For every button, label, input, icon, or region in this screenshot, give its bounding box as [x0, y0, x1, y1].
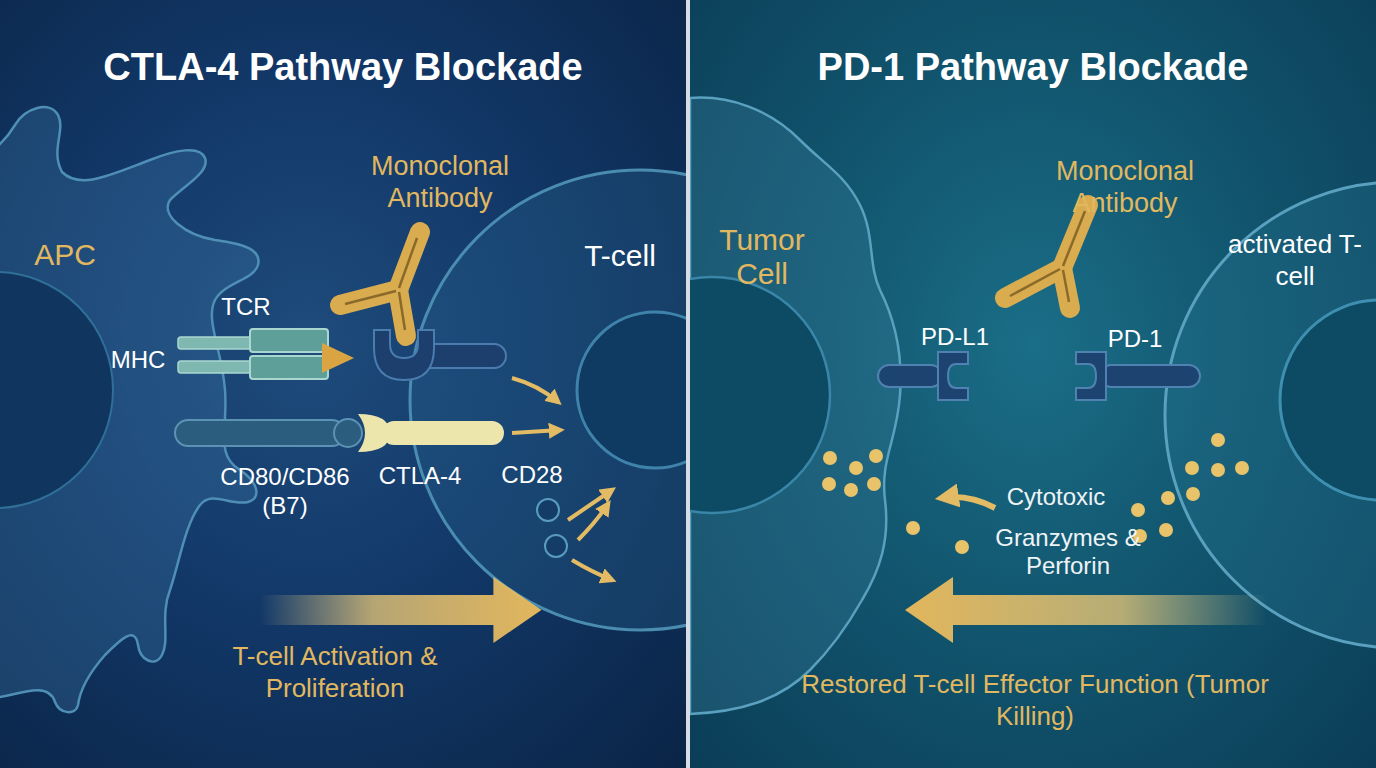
cell-label: activated T-cell [1225, 228, 1365, 292]
antibody-label: Monoclonal Antibody [355, 150, 525, 214]
receptor-label: TCR [206, 292, 286, 321]
panel-title: CTLA-4 Pathway Blockade [13, 44, 673, 90]
edge-label: T-cell Activation & Proliferation [215, 640, 455, 704]
receptor-label: PD-L1 [910, 322, 1000, 351]
edge-label: Restored T-cell Effector Function (Tumor… [795, 668, 1275, 732]
tcell-nucleus [577, 312, 686, 468]
cell-label: Tumor Cell [707, 223, 817, 291]
tcell-circle-outline [408, 168, 686, 632]
apc-cell: APC [0, 100, 260, 710]
receptor-label: PD-1 [1095, 324, 1175, 353]
tcell-membrane [1165, 182, 1376, 648]
tumor-nucleus [690, 277, 830, 513]
tumor-cell: Tumor Cell [690, 90, 905, 720]
apc-nucleus [0, 272, 113, 508]
apc-cell-outline [0, 100, 260, 710]
receptor-label: CD80/CD86 (B7) [215, 462, 355, 520]
panel-title: PD-1 Pathway Blockade [703, 44, 1363, 90]
cell-label: APC [5, 237, 125, 273]
process-label: Granzymes & Perforin [993, 524, 1143, 580]
tcell-circle: T-cell [408, 168, 686, 632]
tcell-membrane [410, 170, 686, 630]
cell-label: T-cell [550, 238, 686, 274]
pathway-panel: PD-1 Pathway BlockadeTumor Cell activated… [690, 0, 1376, 768]
receptor-label: CD28 [492, 460, 572, 489]
tumor-cell-outline [690, 90, 905, 720]
tcell-circle: activated T-cell [1163, 180, 1376, 650]
tcell-nucleus [1280, 300, 1376, 500]
receptor-label: CTLA-4 [370, 461, 470, 490]
receptor-label: MHC [98, 345, 178, 374]
antibody-label: Monoclonal Antibody [1035, 155, 1215, 219]
process-label: Cytotoxic [996, 482, 1116, 511]
